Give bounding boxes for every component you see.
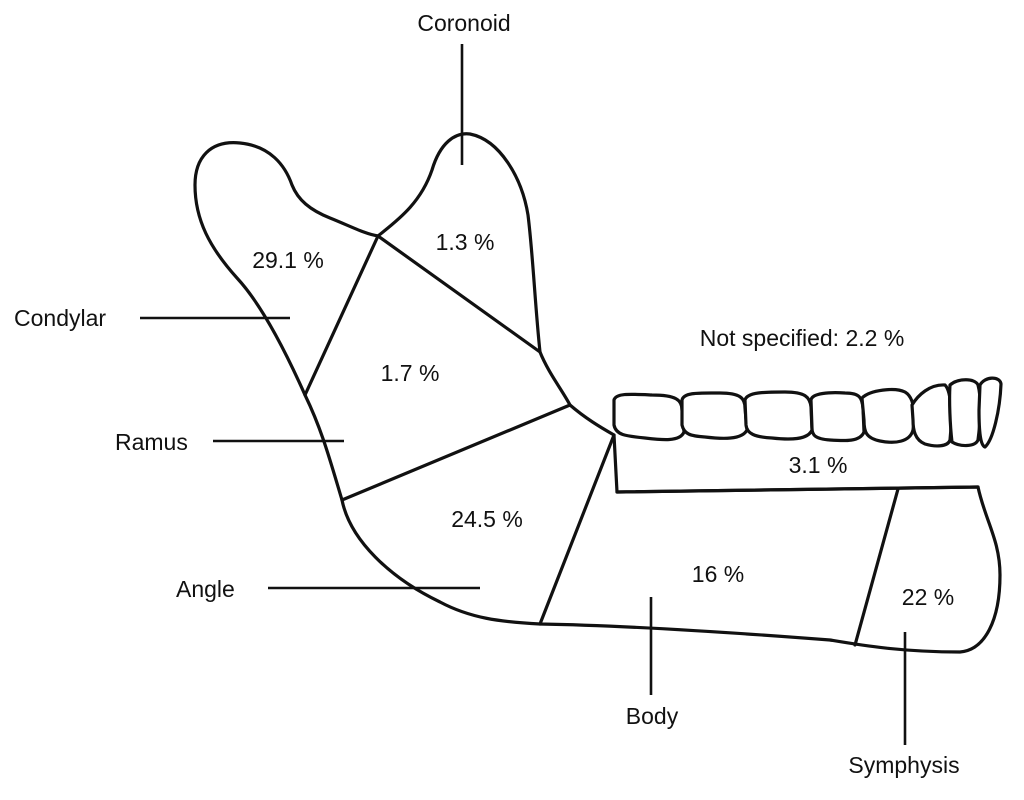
body-label: Body — [626, 703, 679, 729]
condylar-coronoid-boundary — [376, 234, 542, 354]
mandible-outline — [193, 132, 1002, 654]
not-specified-label: Not specified: 2.2 % — [700, 325, 905, 351]
ramus-label: Ramus — [115, 429, 188, 455]
angle-body-boundary — [538, 433, 616, 626]
body-symphysis-boundary — [853, 487, 900, 647]
alveolar-lower-boundary — [615, 485, 980, 494]
condylar-ramus-boundary — [303, 234, 380, 397]
body-percent: 16 % — [692, 561, 744, 587]
symphysis-percent: 22 % — [902, 584, 954, 610]
tooth-6 — [910, 383, 953, 448]
tooth-8 — [977, 376, 1003, 449]
condylar-percent: 29.1 % — [252, 247, 324, 273]
coronoid-label: Coronoid — [417, 10, 510, 36]
symphysis-label: Symphysis — [848, 752, 959, 778]
tooth-7 — [948, 378, 982, 448]
tooth-1 — [612, 392, 686, 442]
tooth-3 — [743, 390, 814, 441]
alveolar-percent: 3.1 % — [789, 452, 848, 478]
teeth — [612, 376, 1003, 449]
coronoid-percent: 1.3 % — [436, 229, 495, 255]
angle-label: Angle — [176, 576, 235, 602]
ramus-percent: 1.7 % — [381, 360, 440, 386]
angle-percent: 24.5 % — [451, 506, 523, 532]
tooth-4 — [809, 391, 866, 443]
ramus-angle-boundary — [340, 403, 572, 502]
tooth-2 — [680, 391, 749, 440]
condylar-label: Condylar — [14, 305, 106, 331]
tooth-5 — [860, 387, 916, 444]
